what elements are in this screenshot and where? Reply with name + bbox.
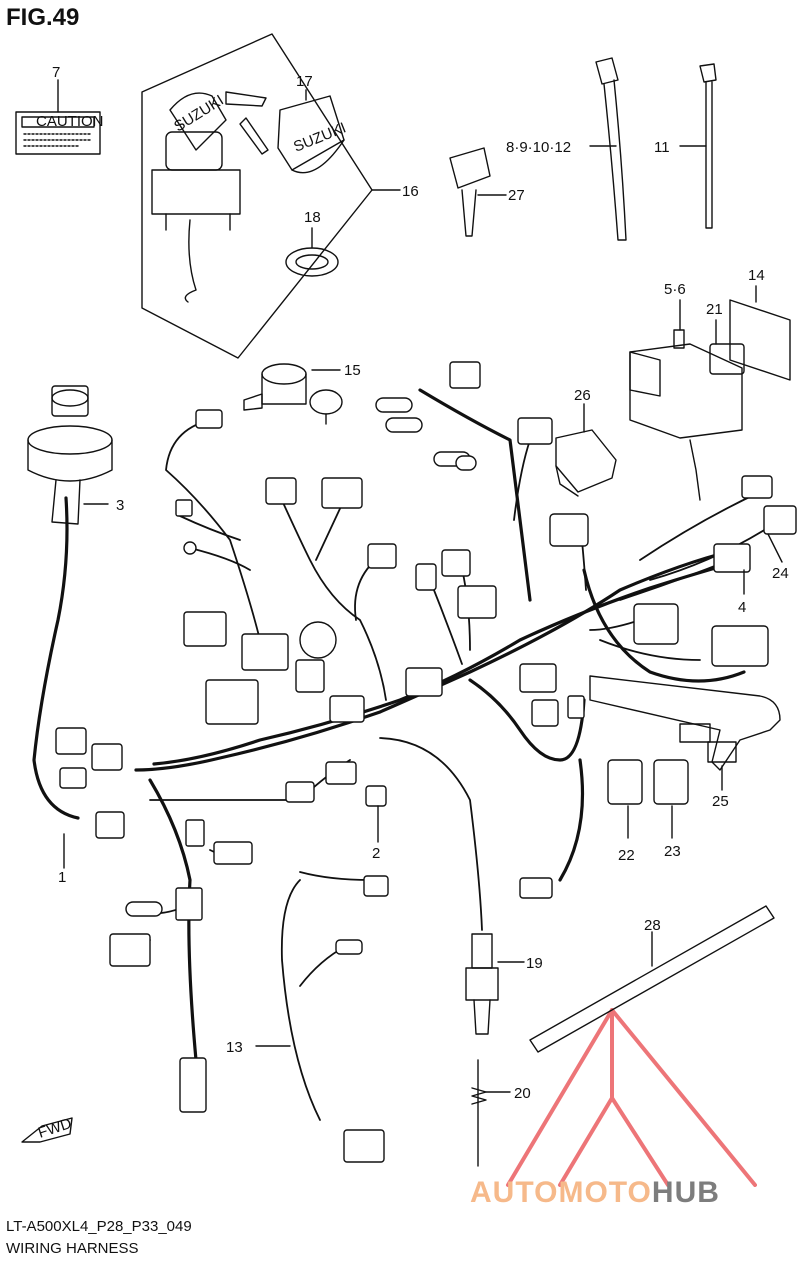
watermark-part2: HUB bbox=[651, 1176, 720, 1209]
cable-tie-parts bbox=[595, 57, 717, 241]
ignition-switch-assembly bbox=[141, 33, 373, 359]
oxygen-sensor bbox=[465, 933, 499, 1035]
callout-3: 3 bbox=[116, 497, 124, 514]
watermark-part1: AUTOMOTO bbox=[470, 1176, 652, 1209]
diagram-name: WIRING HARNESS bbox=[6, 1240, 139, 1257]
watermark-text: AUTOMOTOHUB bbox=[470, 1176, 720, 1210]
callout-2: 2 bbox=[372, 845, 380, 862]
callout-24: 24 bbox=[772, 565, 789, 582]
callout-4: 4 bbox=[738, 599, 746, 616]
callout-23: 23 bbox=[664, 843, 681, 860]
callout-25: 25 bbox=[712, 793, 729, 810]
callout-17: 17 bbox=[296, 73, 313, 90]
callout-11: 11 bbox=[654, 139, 670, 156]
harness-connectors bbox=[55, 361, 797, 1163]
callout-1: 1 bbox=[58, 869, 66, 886]
harness-grommet bbox=[27, 385, 113, 525]
callout-18: 18 bbox=[304, 209, 321, 226]
corrugated-tube bbox=[529, 905, 775, 1053]
callout-20: 20 bbox=[514, 1085, 531, 1102]
branch-wires bbox=[129, 419, 781, 1121]
fuse-box-assembly bbox=[629, 299, 791, 501]
accessory-socket-part bbox=[243, 363, 343, 425]
callout-21: 21 bbox=[706, 301, 723, 318]
callout-19: 19 bbox=[526, 955, 543, 972]
callout-26: 26 bbox=[574, 387, 591, 404]
callout-16: 16 bbox=[402, 183, 419, 200]
callout-15: 15 bbox=[344, 362, 361, 379]
callout-5-6: 5·6 bbox=[664, 281, 686, 298]
callout-22: 22 bbox=[618, 847, 635, 864]
figure-title: FIG.49 bbox=[6, 4, 80, 31]
callout-27: 27 bbox=[508, 187, 525, 204]
relay-part bbox=[555, 429, 617, 497]
terminal-covers bbox=[607, 759, 689, 805]
callout-14: 14 bbox=[748, 267, 765, 284]
key-brand-text: SUZUKI bbox=[171, 92, 227, 136]
ignition-key-part bbox=[449, 147, 491, 237]
callout-8-9-10-12: 8·9·10·12 bbox=[506, 139, 571, 156]
callout-28: 28 bbox=[644, 917, 661, 934]
callout-13: 13 bbox=[226, 1039, 243, 1056]
watermark-logo bbox=[506, 1008, 757, 1187]
clip-spring bbox=[471, 1059, 487, 1167]
callout-7: 7 bbox=[52, 64, 60, 81]
key-cover-brand-text: SUZUKI bbox=[291, 119, 348, 155]
diagram-code: LT-A500XL4_P28_P33_049 bbox=[6, 1218, 192, 1235]
caution-label-text: CAUTION bbox=[36, 113, 104, 130]
harness-bracket bbox=[589, 675, 781, 771]
fwd-arrow-icon bbox=[21, 1117, 73, 1143]
